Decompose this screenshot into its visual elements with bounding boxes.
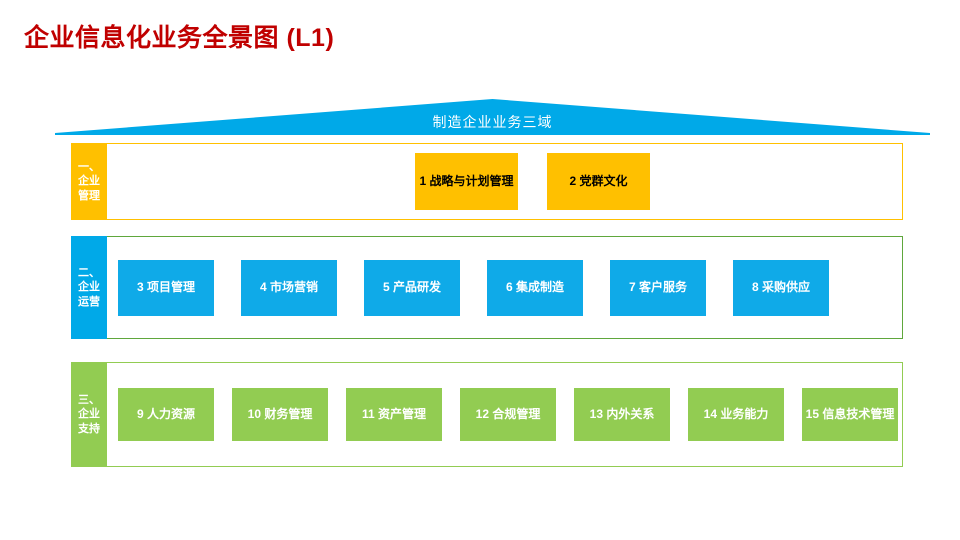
row-tab-enterprise-management[interactable]: 一、 企业 管理: [71, 143, 107, 220]
domain-box-10[interactable]: 10 财务管理: [232, 388, 328, 441]
domain-box-6[interactable]: 6 集成制造: [487, 259, 583, 316]
row-tab-line-3: 支持: [78, 422, 100, 435]
row-tab-enterprise-support[interactable]: 三、 企业 支持: [71, 362, 107, 467]
row-tab-line-1: 一、: [78, 160, 100, 173]
domain-box-7[interactable]: 7 客户服务: [610, 259, 706, 316]
row-body-enterprise-management: 1 战略与计划管理 2 党群文化: [107, 143, 903, 220]
roof-label: 制造企业业务三域: [432, 114, 553, 130]
domain-box-5[interactable]: 5 产品研发: [364, 259, 460, 316]
domain-box-11[interactable]: 11 资产管理: [346, 388, 442, 441]
layer-row-enterprise-operations: 二、 企业 运营 3 项目管理 4 市场营销 5 产品研发 6 集成制造 7 客…: [71, 236, 903, 339]
domain-box-9[interactable]: 9 人力资源: [118, 388, 214, 441]
roof-triangle-shape: [55, 99, 930, 135]
domain-box-3[interactable]: 3 项目管理: [118, 259, 214, 316]
row-tab-line-1: 三、: [78, 393, 100, 406]
layer-row-enterprise-support: 三、 企业 支持 9 人力资源 10 财务管理 11 资产管理 12 合规管理 …: [71, 362, 903, 467]
row-body-enterprise-operations: 3 项目管理 4 市场营销 5 产品研发 6 集成制造 7 客户服务 8 采购供…: [107, 236, 903, 339]
domain-box-13[interactable]: 13 内外关系: [574, 388, 670, 441]
domain-box-8[interactable]: 8 采购供应: [733, 259, 829, 316]
domain-box-15[interactable]: 15 信息技术管理: [802, 388, 898, 441]
row-tab-line-3: 管理: [78, 189, 100, 202]
row-tab-line-1: 二、: [78, 266, 100, 279]
row-tab-line-2: 企业: [78, 281, 100, 294]
row-tab-line-3: 运营: [78, 295, 100, 308]
domain-box-4[interactable]: 4 市场营销: [241, 259, 337, 316]
row-tab-line-2: 企业: [78, 408, 100, 421]
layer-row-enterprise-management: 一、 企业 管理 1 战略与计划管理 2 党群文化: [71, 143, 903, 220]
row-body-enterprise-support: 9 人力资源 10 财务管理 11 资产管理 12 合规管理 13 内外关系 1…: [107, 362, 903, 467]
roof-banner: 制造企业业务三域: [55, 99, 930, 135]
domain-box-2[interactable]: 2 党群文化: [547, 153, 650, 210]
domain-box-12[interactable]: 12 合规管理: [460, 388, 556, 441]
row-tab-line-2: 企业: [78, 175, 100, 188]
page-title: 企业信息化业务全景图 (L1): [24, 24, 335, 52]
domain-box-14[interactable]: 14 业务能力: [688, 388, 784, 441]
row-tab-enterprise-operations[interactable]: 二、 企业 运营: [71, 236, 107, 339]
domain-box-1[interactable]: 1 战略与计划管理: [415, 153, 518, 210]
